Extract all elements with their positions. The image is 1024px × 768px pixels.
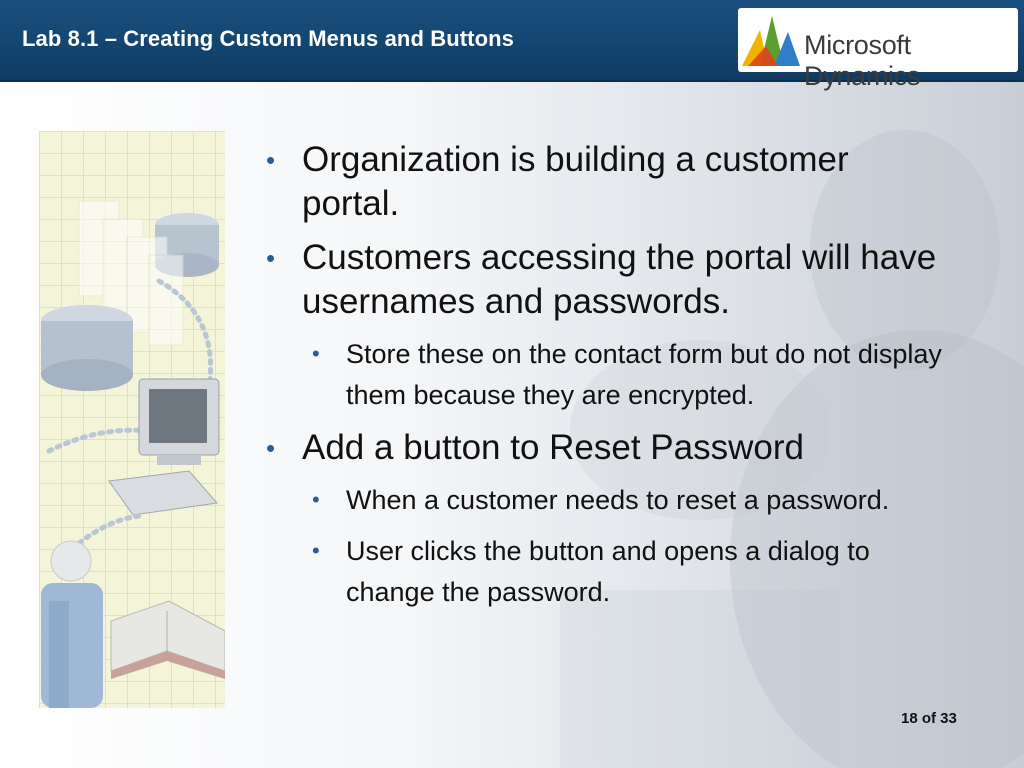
slide-title: Lab 8.1 – Creating Custom Menus and Butt… xyxy=(22,26,515,51)
slide-content: • Organization is building a customer po… xyxy=(262,138,952,623)
logo-text: Microsoft Dynamics xyxy=(804,30,921,91)
bullet-item: • Organization is building a customer po… xyxy=(262,138,952,226)
bullet-icon: • xyxy=(266,433,276,463)
bullet-icon: • xyxy=(266,243,276,273)
bullet-item: • Customers accessing the portal will ha… xyxy=(262,236,952,324)
bullet-icon: • xyxy=(312,487,320,512)
sub-bullet-item: • User clicks the button and opens a dia… xyxy=(262,531,952,613)
bullet-icon: • xyxy=(312,341,320,366)
sub-bullet-text: User clicks the button and opens a dialo… xyxy=(346,536,870,607)
bullet-text: Add a button to Reset Password xyxy=(302,428,804,467)
bullet-text: Customers accessing the portal will have… xyxy=(302,238,937,321)
sub-bullet-item: • When a customer needs to reset a passw… xyxy=(262,480,952,521)
bullet-item: • Add a button to Reset Password xyxy=(262,426,952,470)
page-number: 18 of 33 xyxy=(901,710,957,727)
sub-bullet-text: When a customer needs to reset a passwor… xyxy=(346,485,890,515)
sub-bullet-text: Store these on the contact form but do n… xyxy=(346,339,942,410)
bullet-text: Organization is building a customer port… xyxy=(302,140,849,223)
bullet-icon: • xyxy=(266,145,276,175)
illustration-drawing xyxy=(39,131,225,708)
network-illustration xyxy=(39,131,225,708)
bullet-icon: • xyxy=(312,538,320,563)
microsoft-dynamics-logo: Microsoft Dynamics xyxy=(738,8,1018,91)
dynamics-logo-icon xyxy=(742,16,800,66)
sub-bullet-item: • Store these on the contact form but do… xyxy=(262,334,952,416)
slide-header: Lab 8.1 – Creating Custom Menus and Butt… xyxy=(0,0,1024,91)
